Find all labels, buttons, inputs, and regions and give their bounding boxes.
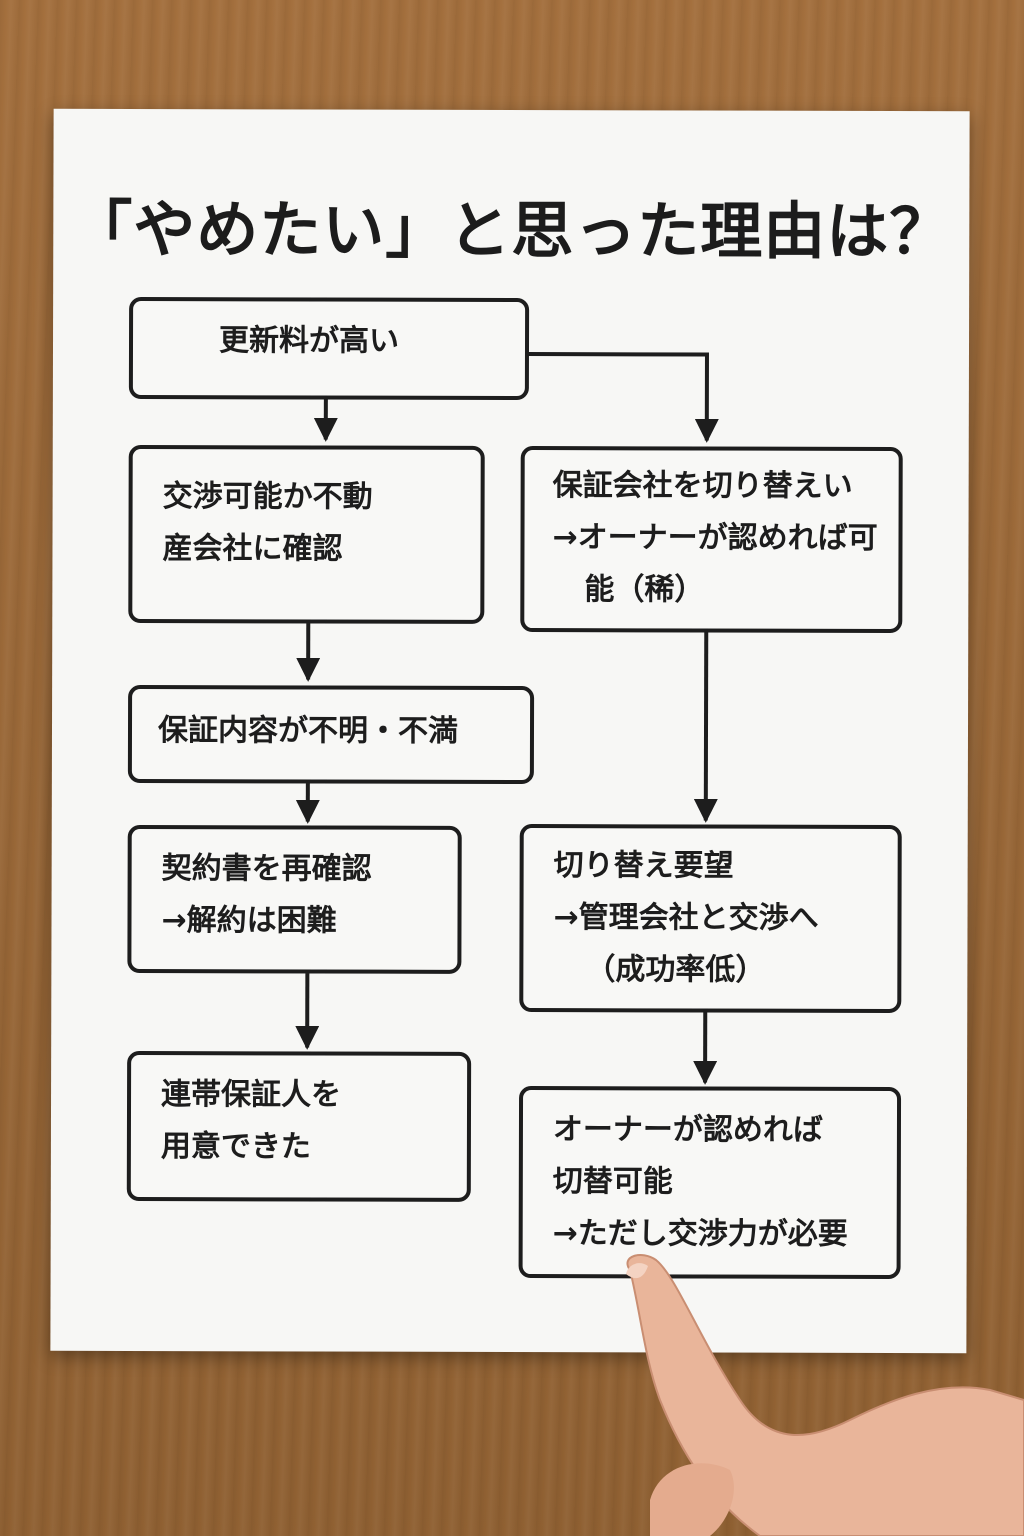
node-text: 用意できた bbox=[160, 1129, 311, 1165]
page-title: 「やめたい」と思った理由は？ bbox=[70, 192, 953, 269]
node-joint-guarantor: 連帯保証人を 用意できた bbox=[126, 1050, 472, 1202]
node-text: 更新料が高い bbox=[218, 323, 400, 359]
node-switch-request: 切り替え要望 →管理会社と交渉へ （成功率低） bbox=[519, 824, 902, 1014]
node-renewal-fee: 更新料が高い bbox=[128, 297, 530, 401]
arrow-renewal-to-switch bbox=[526, 352, 719, 443]
node-text: 交渉可能か不動 bbox=[162, 479, 373, 515]
node-text: オーナーが認めれば bbox=[552, 1112, 824, 1148]
node-text: →オーナーが認めれば可 bbox=[552, 520, 878, 556]
node-text: 連帯保証人を bbox=[161, 1077, 342, 1113]
node-text: 保証会社を切り替えい bbox=[552, 468, 853, 504]
node-guarantee-unclear: 保証内容が不明・不満 bbox=[127, 685, 535, 785]
node-text: 切り替え要望 bbox=[553, 848, 734, 884]
flowchart-sheet: 「やめたい」と思った理由は？ 更新料が高い 交渉可能か不動 産会社に確認 保証会… bbox=[50, 108, 970, 1354]
node-negotiate: 交渉可能か不動 産会社に確認 bbox=[128, 445, 485, 624]
node-text: （成功率低） bbox=[585, 952, 766, 988]
pointing-hand bbox=[626, 1254, 1024, 1536]
node-switch-guarantor: 保証会社を切り替えい →オーナーが認めれば可 能（稀） bbox=[520, 446, 903, 634]
node-text: →管理会社と交渉へ bbox=[553, 900, 819, 936]
node-text: 産会社に確認 bbox=[162, 531, 343, 567]
node-contract-review: 契約書を再確認 →解約は困難 bbox=[127, 824, 462, 974]
node-text: →解約は困難 bbox=[161, 903, 337, 939]
node-text: 切替可能 bbox=[552, 1164, 673, 1200]
node-text: 能（稀） bbox=[584, 572, 705, 608]
node-text: 契約書を再確認 bbox=[161, 851, 372, 887]
node-text: 保証内容が不明・不満 bbox=[157, 713, 459, 749]
